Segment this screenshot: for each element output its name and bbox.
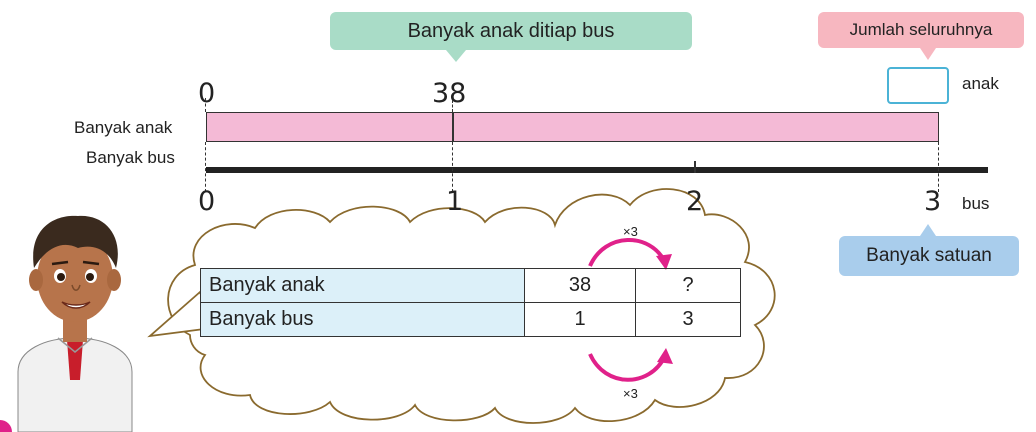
children-bar-divider [452,112,454,142]
green-callout-pointer [446,50,466,62]
guide-line-zero-top [205,98,206,112]
children-per-bus-callout: Banyak anak ditiap bus [330,12,692,50]
guide-line-one-top [452,100,453,112]
top-scale-value: 38 [432,78,467,109]
cell-children-total: ? [635,268,741,303]
corner-marker [0,420,12,432]
table-row: Banyak anak 38 ? [200,268,741,303]
answer-box[interactable] [887,67,949,104]
tick-two [694,161,696,173]
guide-line-one [452,142,453,192]
multiply-arrow-bottom [588,353,667,382]
table-row: Banyak bus 1 3 [200,302,741,337]
guide-line-three [938,142,939,192]
units-callout: Banyak satuan [839,236,1019,276]
buses-bar [206,167,988,173]
top-scale-zero: 0 [198,78,216,109]
bottom-tick-1: 1 [446,186,464,217]
multiply-arrowhead-bottom-icon [657,348,673,364]
multiply-arrow-top [588,238,667,267]
row-label-children: Banyak anak [200,268,525,303]
cell-bus-three: 3 [635,302,741,337]
guide-line-zero [205,142,206,192]
bottom-unit-label: bus [962,194,990,213]
children-bar [206,112,939,142]
buses-bar-label: Banyak bus [86,148,175,167]
total-callout: Jumlah seluruhnya [818,12,1024,48]
ratio-table: Banyak anak 38 ? Banyak bus 1 3 [200,268,741,337]
bottom-tick-2: 2 [686,186,704,217]
pink-callout-pointer [920,48,936,60]
multiplier-bottom-label: ×3 [623,386,638,401]
blue-callout-pointer [920,224,936,236]
answer-unit-label: anak [962,74,999,93]
row-label-buses: Banyak bus [200,302,525,337]
cell-bus-one: 1 [524,302,636,337]
multiply-arrowhead-top-icon [656,254,672,270]
children-bar-label: Banyak anak [74,118,173,137]
bottom-tick-0: 0 [198,186,216,217]
multiplier-top-label: ×3 [623,224,638,239]
cell-children-per-bus: 38 [524,268,636,303]
boy-character-icon [17,215,133,432]
bottom-tick-3: 3 [924,186,942,217]
